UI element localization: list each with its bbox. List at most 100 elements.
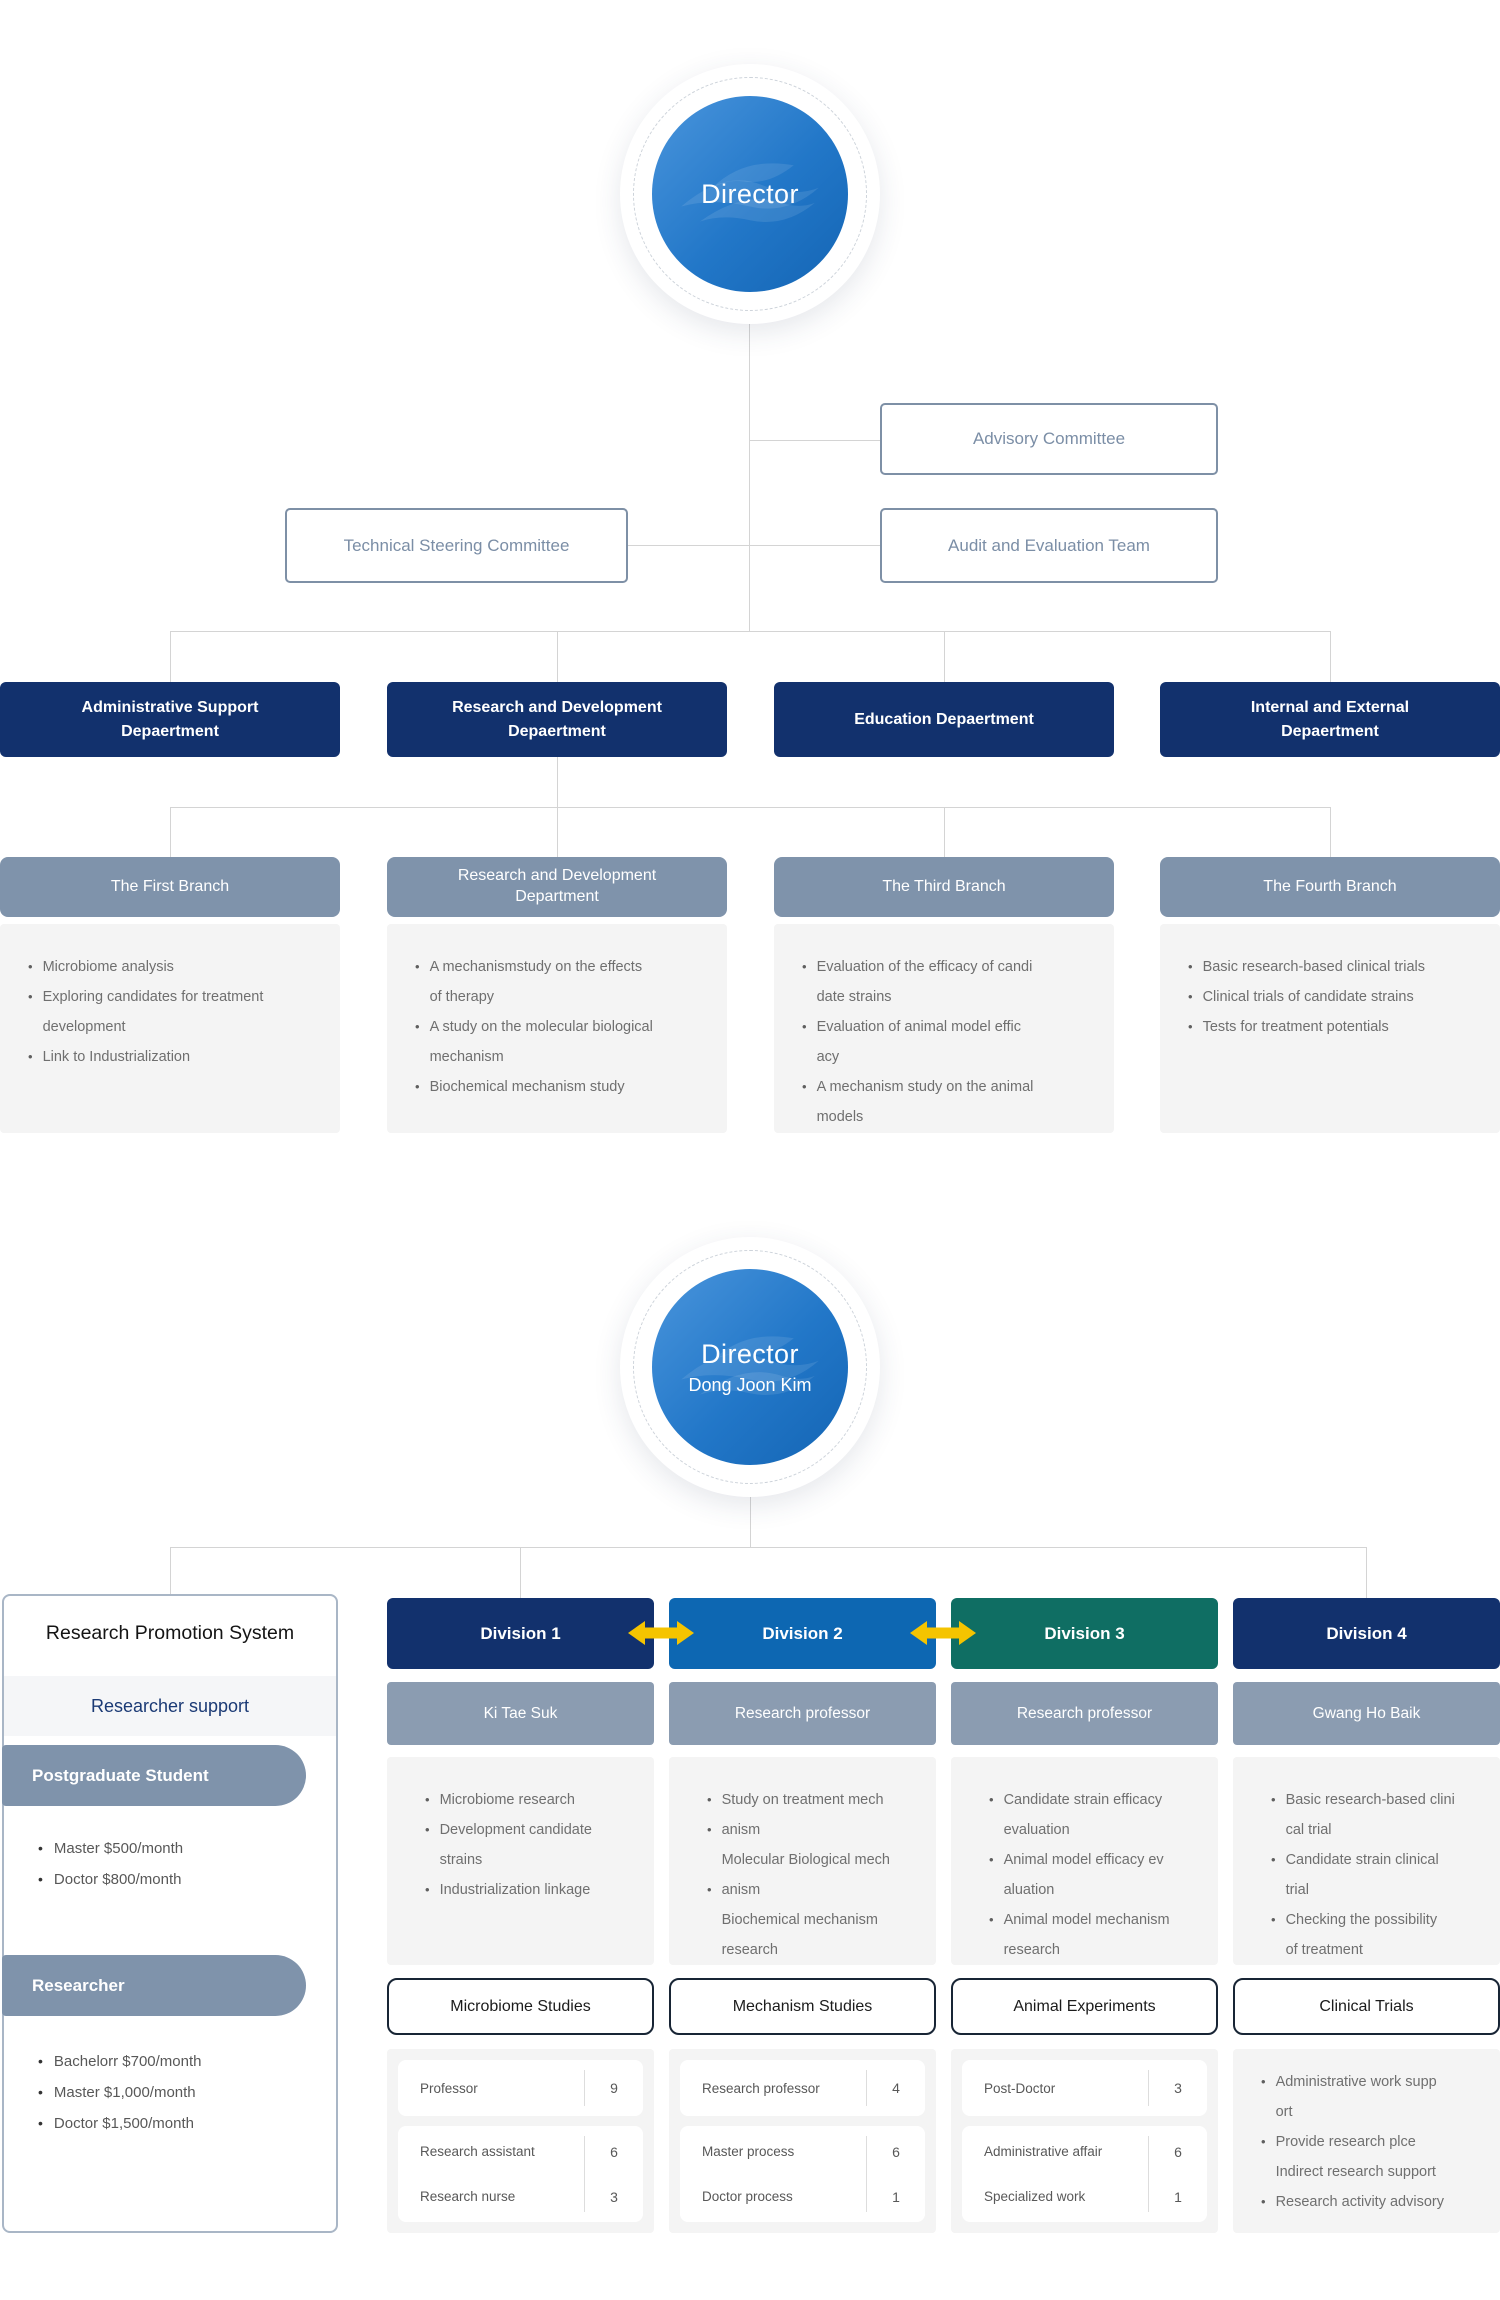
branch-task-list: A mechanismstudy on the effects of thera… (415, 952, 707, 1102)
researcher-benefit-list: Bachelorr $700/month Master $1,000/month… (38, 2046, 326, 2139)
director-node: Director (620, 64, 880, 324)
list-item: Basic research-based clini cal trial (1271, 1785, 1488, 1845)
director-name: Dong Joon Kim (688, 1374, 812, 1395)
list-item: Provide research plce Indirect research … (1261, 2127, 1492, 2187)
panel-subtitle-band: Researcher support (4, 1676, 336, 1736)
division-2-lead: Research professor (669, 1682, 936, 1745)
connector-line (944, 807, 945, 857)
list-item: Microbiome analysis (28, 952, 320, 982)
department-internal-external: Internal and External Depaertment (1160, 682, 1500, 757)
connector-line (170, 1547, 1366, 1548)
director-circle: Director (652, 96, 848, 292)
category-microbiome-studies: Microbiome Studies (387, 1978, 654, 2035)
division-1-staff: Professor 9 Research assistant 6 Researc… (387, 2049, 654, 2233)
staff-card: Post-Doctor 3 (962, 2060, 1207, 2116)
logo-watermark-icon (681, 163, 819, 222)
director-node: Director Dong Joon Kim (620, 1237, 880, 1497)
director-title: Director (701, 178, 799, 209)
division-1-lead: Ki Tae Suk (387, 1682, 654, 1745)
list-item: Tests for treatment potentials (1188, 1012, 1480, 1042)
department-admin-support: Administrative Support Depaertment (0, 682, 340, 757)
division-task-list: Basic research-based clini cal trial Can… (1271, 1785, 1488, 1965)
list-item: Industrialization linkage (425, 1875, 642, 1905)
staff-card: Administrative affair 6 Specialized work… (962, 2126, 1207, 2222)
postgraduate-benefit-list: Master $500/month Doctor $800/month (38, 1833, 326, 1895)
table-row: Research nurse 3 (420, 2188, 618, 2205)
division-task-list: Candidate strain efficacy evaluation Ani… (989, 1785, 1206, 1965)
connector-line (750, 1490, 751, 1547)
panel-subtitle: Researcher support (90, 1695, 250, 1716)
list-item: Candidate strain clinical trial (1271, 1845, 1488, 1905)
technical-steering-committee-label: Technical Steering Committee (343, 535, 570, 555)
connector-line (170, 807, 1331, 808)
branch-header-third: The Third Branch (774, 857, 1114, 917)
list-item: anism Biochemical mechanism research (707, 1875, 924, 1965)
researcher-pill: Researcher (2, 1955, 306, 2016)
staff-card: Master process 6 Doctor process 1 (680, 2126, 925, 2222)
director-title: Director (701, 1338, 799, 1369)
list-item: Microbiome research (425, 1785, 642, 1815)
branch-body-fourth: Basic research-based clinical trials Cli… (1160, 924, 1500, 1133)
branch-task-list: Basic research-based clinical trials Cli… (1188, 952, 1480, 1042)
list-item: Basic research-based clinical trials (1188, 952, 1480, 982)
connector-line (170, 631, 171, 682)
technical-steering-committee-box: Technical Steering Committee (285, 508, 628, 583)
list-item: Research activity advisory (1261, 2187, 1492, 2217)
branch-body-first: Microbiome analysis Exploring candidates… (0, 924, 340, 1133)
list-item: Evaluation of animal model effic acy (802, 1012, 1094, 1072)
table-row: Post-Doctor 3 (984, 2080, 1182, 2096)
connector-line (170, 1547, 171, 1594)
table-row: Administrative affair 6 (984, 2143, 1182, 2160)
research-promotion-panel: Research Promotion System Researcher sup… (2, 1594, 338, 2233)
dashed-ring (633, 77, 867, 311)
branch-task-list: Evaluation of the efficacy of candi date… (802, 952, 1094, 1132)
list-item: A study on the molecular biological mech… (415, 1012, 707, 1072)
list-item: Administrative work supp ort (1261, 2067, 1492, 2127)
list-item: A mechanismstudy on the effects of thera… (415, 952, 707, 1012)
connector-line (170, 631, 1331, 632)
logo-watermark-icon (681, 1336, 819, 1395)
division-3-staff: Post-Doctor 3 Administrative affair 6 Sp… (951, 2049, 1218, 2233)
division-task-list: Microbiome research Development candidat… (425, 1785, 642, 1905)
list-item: Doctor $800/month (38, 1864, 326, 1895)
connector-line (1330, 631, 1331, 682)
postgraduate-student-pill: Postgraduate Student (2, 1745, 306, 1806)
category-clinical-trials: Clinical Trials (1233, 1978, 1500, 2035)
list-item: Animal model mechanism research (989, 1905, 1206, 1965)
list-item: Doctor $1,500/month (38, 2108, 326, 2139)
connector-line (1330, 807, 1331, 857)
table-row: Research professor 4 (702, 2080, 900, 2096)
division-3-tasks: Candidate strain efficacy evaluation Ani… (951, 1757, 1218, 1965)
division-3-header: Division 3 (951, 1598, 1218, 1669)
double-arrow-icon (628, 1621, 694, 1645)
list-item: Animal model efficacy ev aluation (989, 1845, 1206, 1905)
connector-line (628, 545, 880, 546)
branch-task-list: Microbiome analysis Exploring candidates… (28, 952, 320, 1072)
list-item: A mechanism study on the animal models (802, 1072, 1094, 1132)
dashed-ring (633, 1250, 867, 1484)
list-item: Master $500/month (38, 1833, 326, 1864)
branch-body-third: Evaluation of the efficacy of candi date… (774, 924, 1114, 1133)
table-row: Specialized work 1 (984, 2188, 1182, 2205)
connector-line (749, 323, 750, 631)
connector-line (1366, 1547, 1367, 1598)
staff-card: Professor 9 (398, 2060, 643, 2116)
director-circle: Director Dong Joon Kim (652, 1269, 848, 1465)
connector-line (750, 440, 880, 441)
list-item: Bachelorr $700/month (38, 2046, 326, 2077)
department-education: Education Depaertment (774, 682, 1114, 757)
division-4-header: Division 4 (1233, 1598, 1500, 1669)
division-2-tasks: Study on treatment mech anism Molecular … (669, 1757, 936, 1965)
connector-line (557, 807, 558, 857)
category-animal-experiments: Animal Experiments (951, 1978, 1218, 2035)
audit-evaluation-team-label: Audit and Evaluation Team (948, 535, 1150, 555)
category-mechanism-studies: Mechanism Studies (669, 1978, 936, 2035)
table-row: Professor 9 (420, 2080, 618, 2096)
list-item: Link to Industrialization (28, 1042, 320, 1072)
list-item: Development candidate strains (425, 1815, 642, 1875)
connector-line (944, 631, 945, 682)
staff-card: Research professor 4 (680, 2060, 925, 2116)
division-3-lead: Research professor (951, 1682, 1218, 1745)
branch-header-fourth: The Fourth Branch (1160, 857, 1500, 917)
division-4-support-notes: Administrative work supp ort Provide res… (1233, 2049, 1500, 2233)
